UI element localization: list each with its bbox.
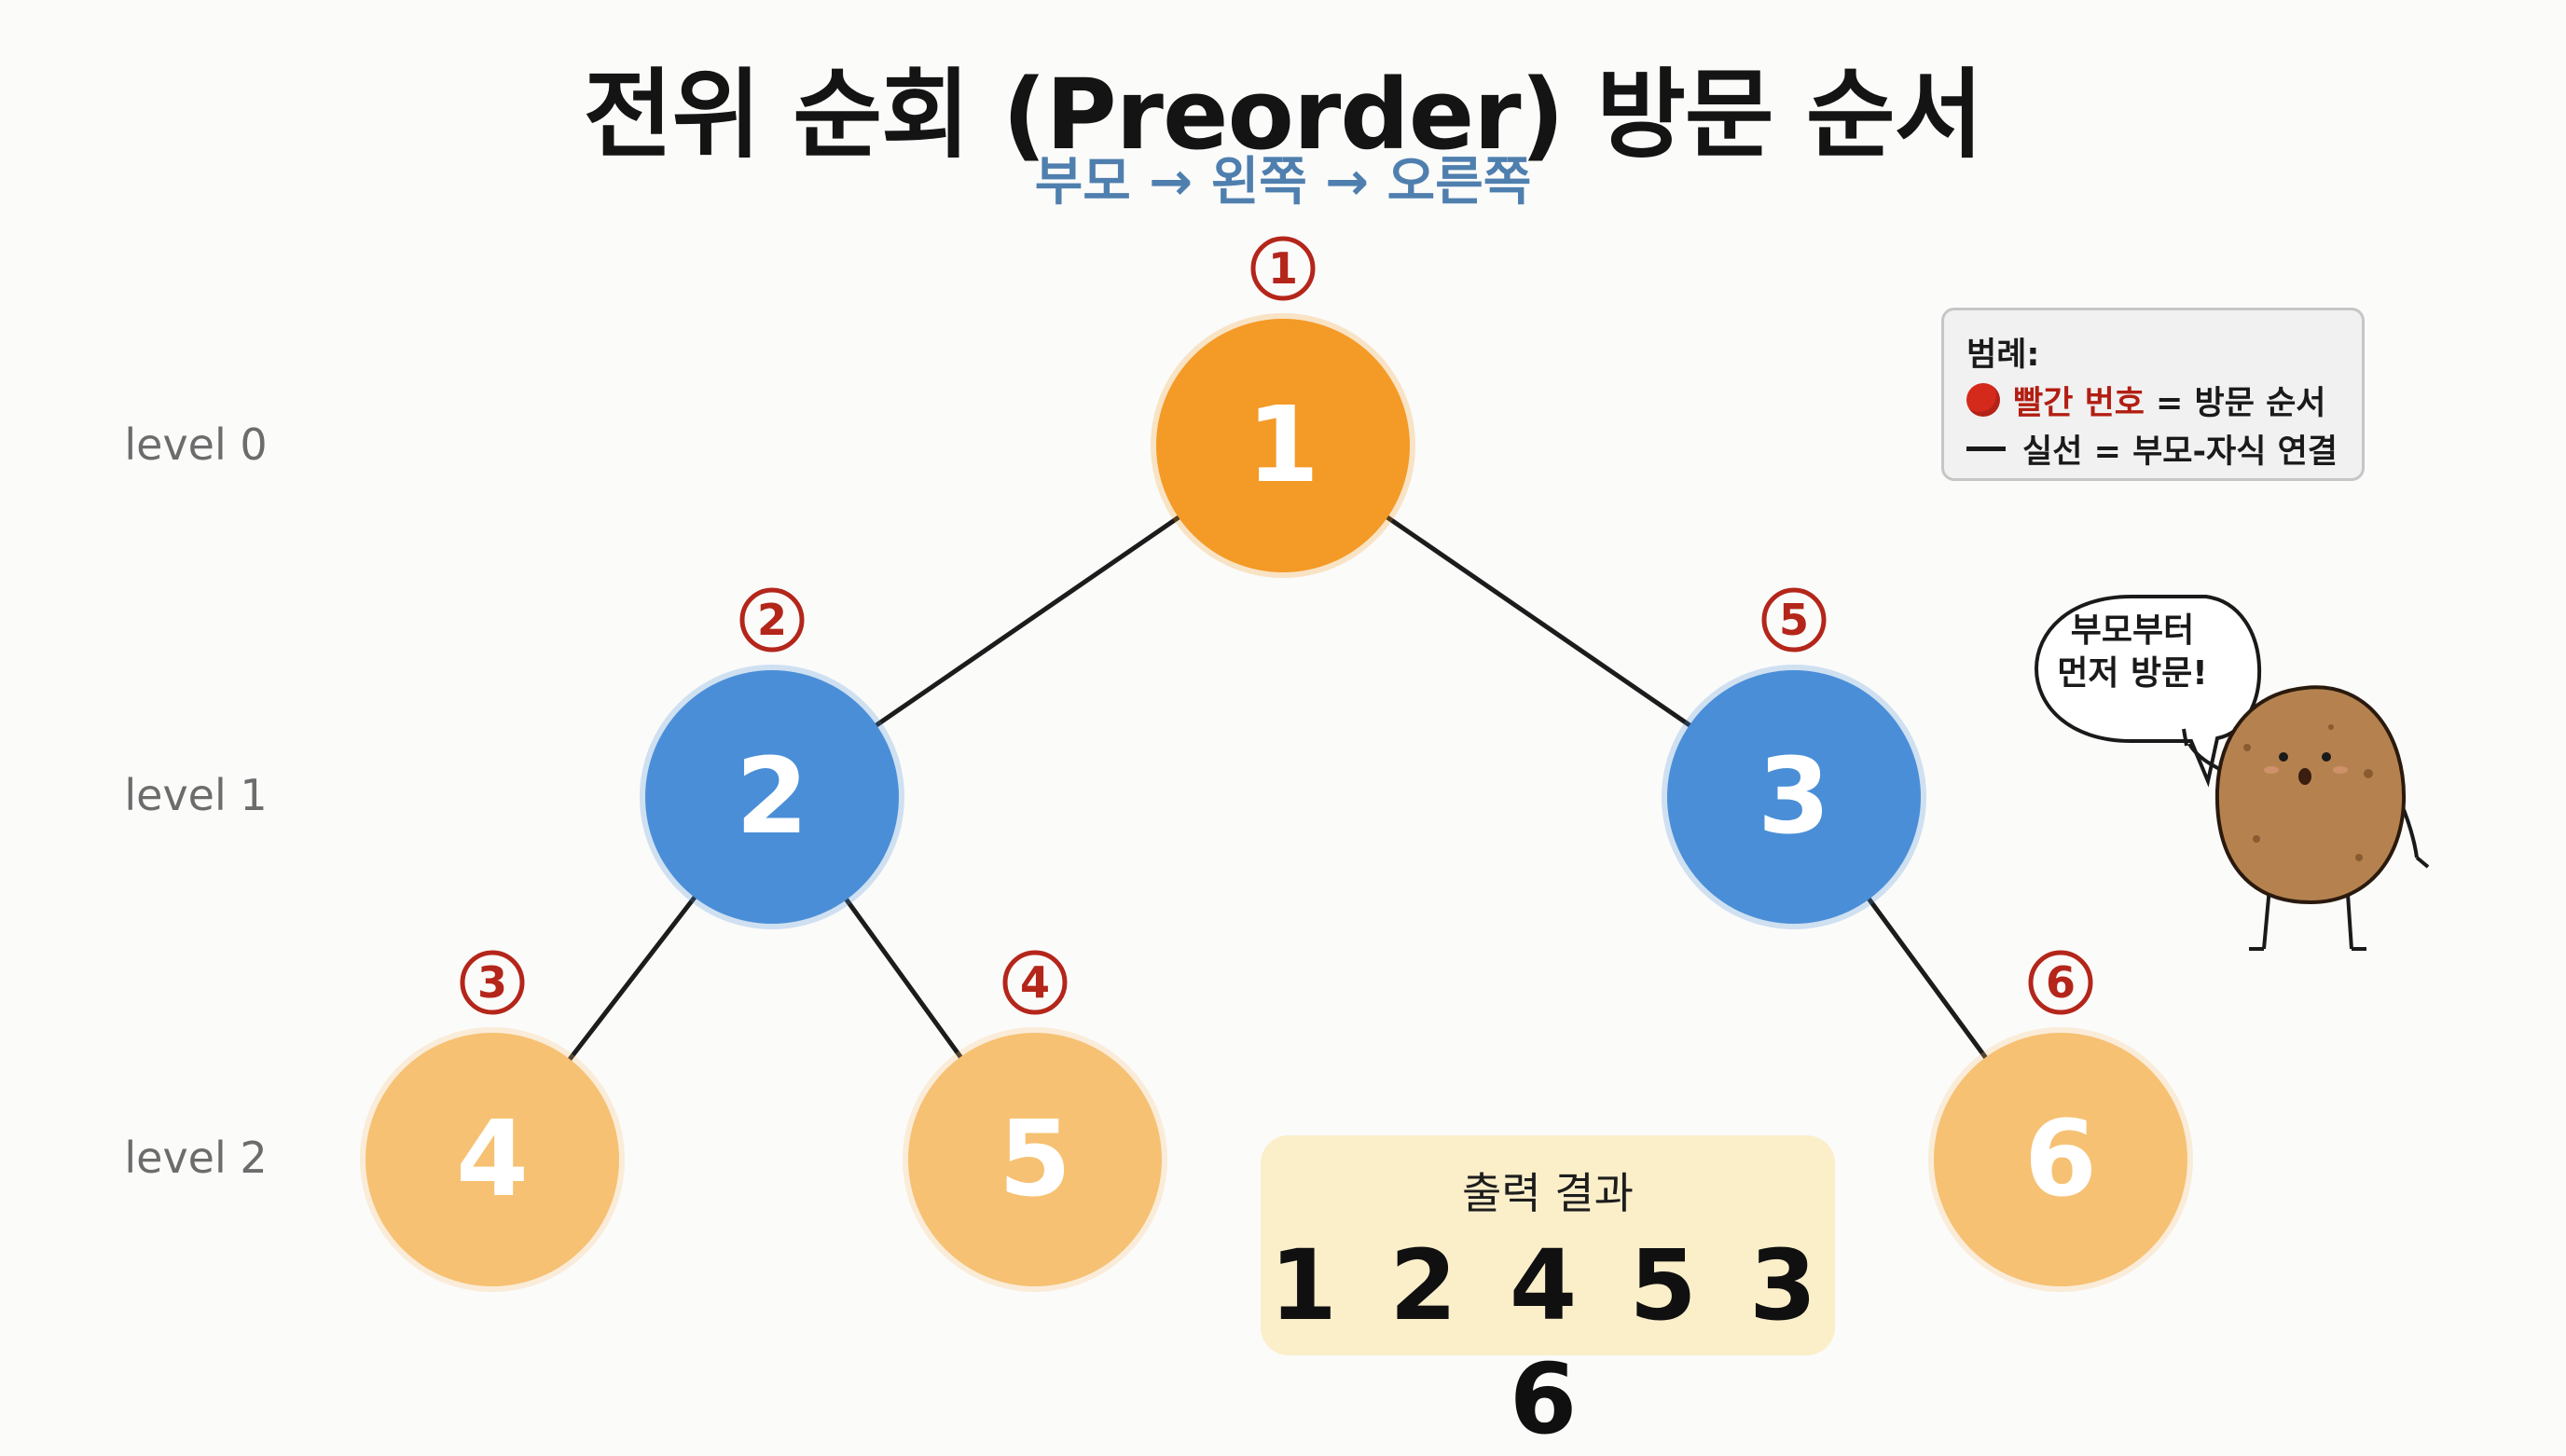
node-circle-2 <box>645 670 899 924</box>
edge-1-2 <box>871 513 1184 730</box>
edge-3-6 <box>1864 893 1991 1064</box>
tree-node-4: 43 <box>360 950 625 1292</box>
node-label-1: 1 <box>1247 385 1319 506</box>
level-label-1: level 1 <box>124 770 268 820</box>
edge-1-3 <box>1382 513 1695 730</box>
visit-order-5: 4 <box>1020 957 1050 1008</box>
node-label-3: 3 <box>1758 736 1830 858</box>
visit-order-2: 2 <box>757 595 787 645</box>
output-result-box: 출력 결과 1 2 4 5 3 6 <box>1261 1135 1835 1456</box>
legend-title: 범례: <box>1966 336 2040 374</box>
visit-order-ring-5 <box>1002 950 1068 1015</box>
page-subtitle: 부모 → 왼쪽 → 오른쪽 <box>1034 152 1532 213</box>
visit-order-1: 1 <box>1268 243 1298 294</box>
node-label-2: 2 <box>736 736 808 858</box>
visit-order-3: 5 <box>1779 595 1809 645</box>
speech-bubble <box>2035 595 2262 788</box>
node-circle-1 <box>1156 319 1410 572</box>
edge-2-4 <box>565 892 699 1065</box>
output-value: 1 2 4 5 3 6 <box>1269 1229 1827 1456</box>
page-title: 전위 순회 (Preorder) 방문 순서 <box>583 58 1983 172</box>
tree-node-2: 22 <box>640 587 904 929</box>
visit-order-ring-2 <box>739 587 805 652</box>
visit-order-ring-3 <box>1761 587 1827 652</box>
legend-line-text: 실선 = 부모-자식 연결 <box>2022 433 2338 471</box>
legend-row-line: 실선 = 부모-자식 연결 <box>1966 424 2339 473</box>
visit-order-4: 3 <box>477 957 507 1008</box>
tree-node-3: 35 <box>1662 587 1926 929</box>
speech-line-1: 부모부터 <box>2071 611 2194 650</box>
node-label-4: 4 <box>456 1099 529 1220</box>
red-dot-icon <box>1966 383 2000 417</box>
edge-2-5 <box>841 894 966 1063</box>
potato-mascot-illustration: 부모부터 먼저 방문! <box>2035 595 2430 951</box>
potato-body <box>2214 685 2407 905</box>
level-label-0: level 0 <box>124 419 268 470</box>
solid-line-icon <box>1966 446 2006 451</box>
node-circle-4 <box>366 1033 619 1286</box>
legend-box: 범례: 빨간 번호 = 방문 순서 실선 = 부모-자식 연결 <box>1941 308 2365 481</box>
node-label-6: 6 <box>2024 1099 2097 1220</box>
node-circle-6 <box>1934 1033 2187 1286</box>
legend-row-order: 빨간 번호 = 방문 순서 <box>1966 376 2339 424</box>
visit-order-ring-6 <box>2028 950 2093 1015</box>
tree-node-6: 66 <box>1928 950 2193 1292</box>
output-label: 출력 결과 <box>1462 1168 1634 1218</box>
node-label-5: 5 <box>999 1099 1071 1220</box>
level-label-2: level 2 <box>124 1133 268 1183</box>
visit-order-ring-4 <box>460 950 525 1015</box>
visit-order-6: 6 <box>2046 957 2076 1008</box>
speech-line-2: 먼저 방문! <box>2057 654 2207 693</box>
visit-order-ring-1 <box>1250 236 1316 301</box>
tree-node-5: 54 <box>903 950 1167 1292</box>
legend-order-red: 빨간 번호 <box>2013 384 2145 422</box>
legend-title-row: 범례: <box>1966 327 2339 376</box>
tree-node-1: 11 <box>1151 236 1415 578</box>
edges-layer <box>565 513 1991 1065</box>
node-circle-3 <box>1667 670 1921 924</box>
legend-order-rest: = 방문 순서 <box>2156 384 2326 422</box>
node-circle-5 <box>908 1033 1162 1286</box>
